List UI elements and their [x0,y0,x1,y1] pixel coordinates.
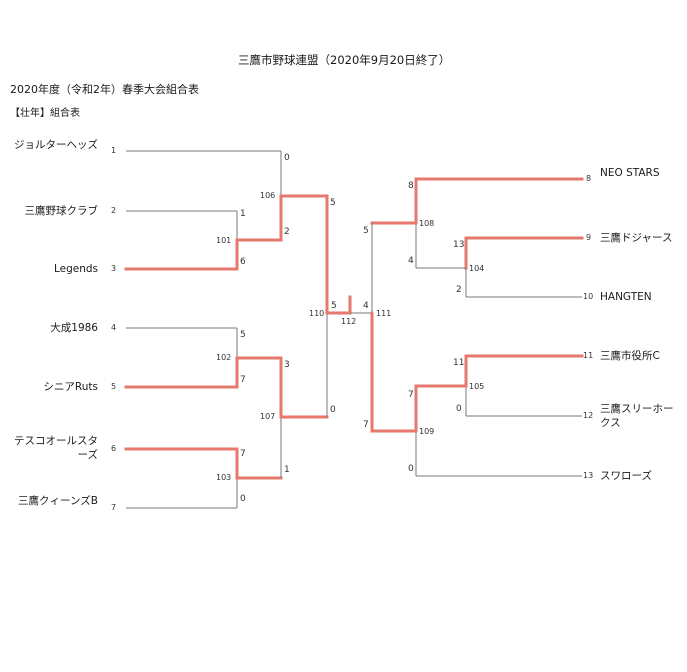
score-110-b: 0 [330,405,336,415]
seed-9: 9 [586,233,592,242]
score-105-a: 11 [453,358,465,368]
seed-10: 10 [583,292,594,301]
team-name-12: 三鷹スリーホークス [600,403,674,429]
seed-6: 6 [111,444,117,453]
seed-13: 13 [583,471,594,480]
score-102-b: 7 [240,375,246,385]
tournament-subtitle: 2020年度（令和2年）春季大会組合表 [10,83,199,96]
match-number-103: 103 [216,473,232,482]
team-name-6: テスコオールスターズ [14,435,98,461]
score-104-a: 13 [453,240,465,250]
team-name-4: 大成1986 [50,322,98,334]
team-name-13: スワローズ [600,470,652,482]
section-label: 【壮年】組合表 [10,108,80,119]
score-111-b: 7 [363,420,369,430]
team-name-2: 三鷹野球クラブ [24,205,99,217]
seed-11: 11 [583,351,594,360]
score-103-b: 0 [240,494,246,504]
team-name-11: 三鷹市役所C [600,350,660,362]
seed-7: 7 [111,503,117,512]
match-number-104: 104 [469,264,485,273]
seed-3: 3 [111,264,117,273]
match-number-108: 108 [419,219,435,228]
match-number-109: 109 [419,427,435,436]
match-number-105: 105 [469,382,485,391]
score-112-a: 5 [331,301,337,311]
score-107-a: 3 [284,360,290,370]
score-101-b: 6 [240,257,246,267]
score-108-b: 4 [408,256,414,266]
score-106-b: 2 [284,227,290,237]
seed-12: 12 [583,411,594,420]
page-title: 三鷹市野球連盟（2020年9月20日終了） [238,53,451,67]
match-number-106: 106 [260,191,276,200]
seed-2: 2 [111,206,117,215]
match-number-101: 101 [216,236,232,245]
seed-1: 1 [111,146,117,155]
team-name-10: HANGTEN [600,291,652,303]
seed-4: 4 [111,323,117,332]
match-number-111: 111 [376,309,392,318]
score-108-a: 8 [408,181,414,191]
score-112-b: 4 [363,301,369,311]
team-name-7: 三鷹クィーンズB [18,495,98,507]
match-number-107: 107 [260,412,276,421]
match-number-110: 110 [309,309,325,318]
score-110-a: 5 [330,198,336,208]
match-number-102: 102 [216,353,232,362]
score-103-a: 7 [240,449,246,459]
score-104-b: 2 [456,285,462,295]
seed-8: 8 [586,174,592,183]
team-name-9: 三鷹ドジャース [600,232,673,244]
score-111-a: 5 [363,226,369,236]
team-name-3: Legends [53,263,98,275]
team-name-8: NEO STARS [600,167,660,179]
score-109-a: 7 [408,390,414,400]
score-105-b: 0 [456,404,462,414]
score-101-a: 1 [240,209,246,219]
score-109-b: 0 [408,464,414,474]
team-name-1: ジョルターヘッズ [14,139,98,151]
score-102-a: 5 [240,330,246,340]
seed-5: 5 [111,382,117,391]
match-number-112: 112 [341,317,357,326]
score-107-b: 1 [284,465,290,475]
team-name-5: シニアRuts [43,381,98,393]
score-106-a: 0 [284,153,290,163]
